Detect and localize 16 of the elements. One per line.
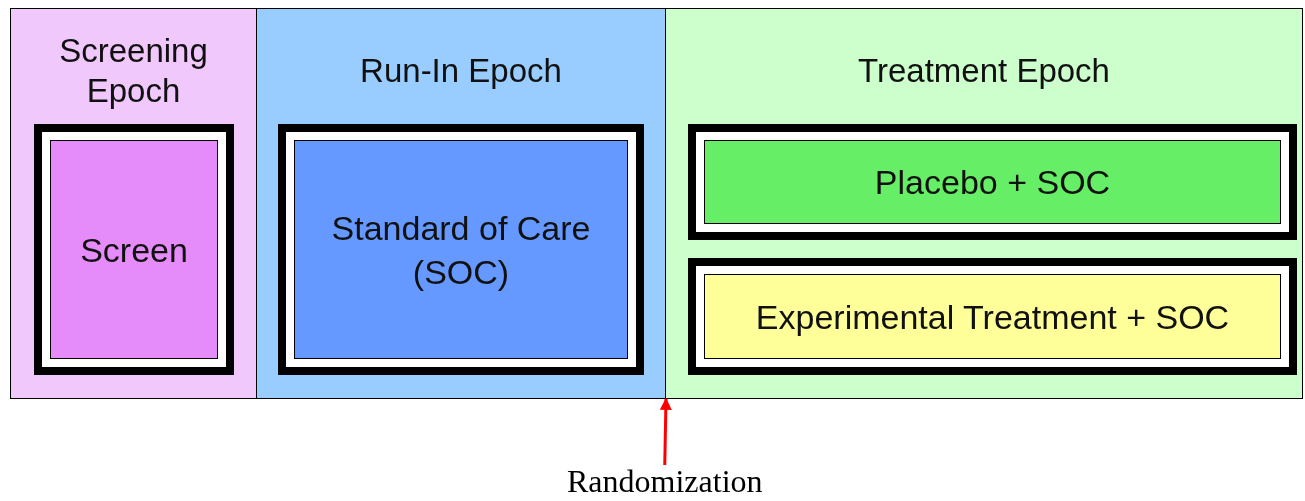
box-label: Placebo + SOC — [874, 162, 1111, 203]
epoch-heading: Treatment Epoch — [858, 52, 1110, 89]
epoch-band — [665, 8, 1303, 399]
epoch-heading: Screening Epoch — [59, 32, 208, 109]
epoch-band — [256, 8, 666, 399]
arm-box — [688, 124, 1297, 240]
box-label: Screen — [80, 229, 188, 271]
box-label: Experimental Treatment + SOC — [755, 296, 1230, 338]
arm-box — [34, 124, 234, 375]
epoch-heading: Run-In Epoch — [360, 52, 562, 89]
epoch-band — [10, 8, 257, 399]
arrow — [659, 397, 672, 466]
annotation-text: Randomization — [567, 463, 763, 500]
box-label: Standard of Care (SOC) — [330, 207, 592, 293]
arm-box — [688, 258, 1297, 375]
arm-box — [278, 124, 644, 375]
